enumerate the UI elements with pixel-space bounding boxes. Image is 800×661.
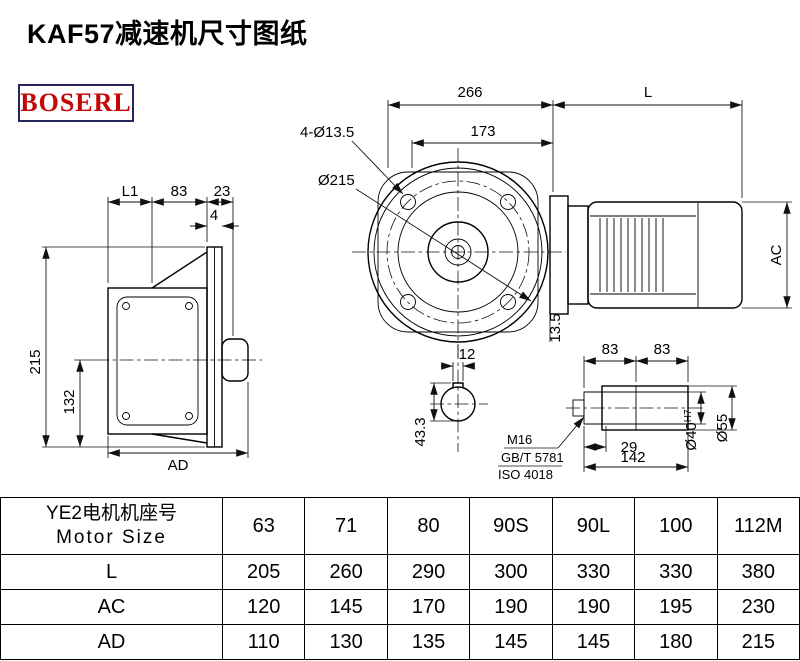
shaft-section-view: 12 43.3 xyxy=(412,345,488,452)
table-cell: 110 xyxy=(221,624,306,660)
page-title: KAF57减速机尺寸图纸 xyxy=(27,19,308,49)
table-cell: 135 xyxy=(386,624,471,660)
motor-size-label-en: Motor Size xyxy=(56,527,167,548)
motor-size-90l: 90L xyxy=(551,497,636,555)
row-label-l: L xyxy=(0,554,223,590)
table-cell: 215 xyxy=(716,624,800,660)
bolt-holes-callout: 4-Ø13.5 xyxy=(300,124,354,141)
flange-dia-callout: Ø215 xyxy=(318,172,355,189)
table-cell: 170 xyxy=(386,589,471,625)
brand-text: BOSERL xyxy=(20,88,132,117)
table-cell: 195 xyxy=(634,589,718,625)
thread-callout: M16 xyxy=(507,432,532,447)
dim-4-label: 4 xyxy=(210,207,218,224)
front-view: 266 L 173 4-Ø13.5 Ø215 13.5 xyxy=(300,84,743,358)
dim-40h7-label: Ø40H7 xyxy=(683,409,700,451)
dim-43-3-label: 43.3 xyxy=(412,417,429,446)
table-cell: 190 xyxy=(469,589,553,625)
side-view: L1 83 23 4 215 132 AD xyxy=(27,183,262,474)
table-cell: 145 xyxy=(304,589,388,625)
table-cell: 130 xyxy=(304,624,388,660)
dim-142-label: 142 xyxy=(620,449,645,466)
motor-size-label-cn: YE2电机机座号 xyxy=(46,503,177,524)
motor-fins xyxy=(599,218,664,292)
dim-29-label: 29 xyxy=(621,439,638,456)
motor-size-71: 71 xyxy=(304,497,388,555)
table-cell: 330 xyxy=(551,554,636,590)
table-row-ad: AD 110 130 135 145 145 180 215 xyxy=(0,624,800,660)
dim-l-label: L xyxy=(644,84,652,101)
motor-size-63: 63 xyxy=(221,497,306,555)
table-row-ac: AC 120 145 170 190 190 195 230 xyxy=(0,589,800,625)
table-cell: 180 xyxy=(634,624,718,660)
shaft-detail-view: 83 83 29 142 Ø40H7 Ø55 M16 GB/T 5781 xyxy=(498,341,737,482)
brand-logo: BOSERL xyxy=(18,84,134,122)
table-header-label-cell: YE2电机机座号 Motor Size xyxy=(0,497,223,555)
row-label-ac: AC xyxy=(0,589,223,625)
table-cell: 205 xyxy=(221,554,306,590)
bore-tol-text: H7 xyxy=(683,409,694,422)
bore-dia-text: Ø40 xyxy=(683,422,700,450)
row-label-ad: AD xyxy=(0,624,223,660)
table-cell: 260 xyxy=(304,554,388,590)
table-cell: 145 xyxy=(469,624,553,660)
technical-drawing: L1 83 23 4 215 132 AD xyxy=(27,84,792,482)
dim-12-label: 12 xyxy=(459,346,476,363)
table-row-l: L 205 260 290 300 330 330 380 xyxy=(0,554,800,590)
dim-ad-label: AD xyxy=(168,457,189,474)
motor-size-80: 80 xyxy=(386,497,471,555)
dim-83-side-label: 83 xyxy=(171,183,188,200)
dim-173-label: 173 xyxy=(470,123,495,140)
table-cell: 290 xyxy=(386,554,471,590)
motor-size-112m: 112M xyxy=(716,497,800,555)
motor-size-90s: 90S xyxy=(469,497,553,555)
dim-83-left-label: 83 xyxy=(602,341,619,358)
dim-132-label: 132 xyxy=(61,389,78,414)
dim-ac-label: AC xyxy=(768,244,785,265)
dim-13-5-label: 13.5 xyxy=(547,313,564,342)
motor-size-table: YE2电机机座号 Motor Size 63 71 80 90S 90L 100… xyxy=(0,497,800,660)
table-cell: 120 xyxy=(221,589,306,625)
iso-standard-label: ISO 4018 xyxy=(498,467,553,482)
table-cell: 300 xyxy=(469,554,553,590)
table-cell: 230 xyxy=(716,589,800,625)
dim-266-label: 266 xyxy=(457,84,482,101)
dim-55-label: Ø55 xyxy=(714,414,731,442)
motor-size-100: 100 xyxy=(634,497,718,555)
dim-215-label: 215 xyxy=(27,349,44,374)
table-cell: 380 xyxy=(716,554,800,590)
table-cell: 145 xyxy=(551,624,636,660)
table-cell: 330 xyxy=(634,554,718,590)
gbt-standard-label: GB/T 5781 xyxy=(501,450,564,465)
dim-23-label: 23 xyxy=(214,183,231,200)
table-cell: 190 xyxy=(551,589,636,625)
table-header-row: YE2电机机座号 Motor Size 63 71 80 90S 90L 100… xyxy=(0,497,800,555)
dim-83-right-label: 83 xyxy=(654,341,671,358)
dim-l1-label: L1 xyxy=(122,183,139,200)
motor: AC xyxy=(587,201,792,309)
